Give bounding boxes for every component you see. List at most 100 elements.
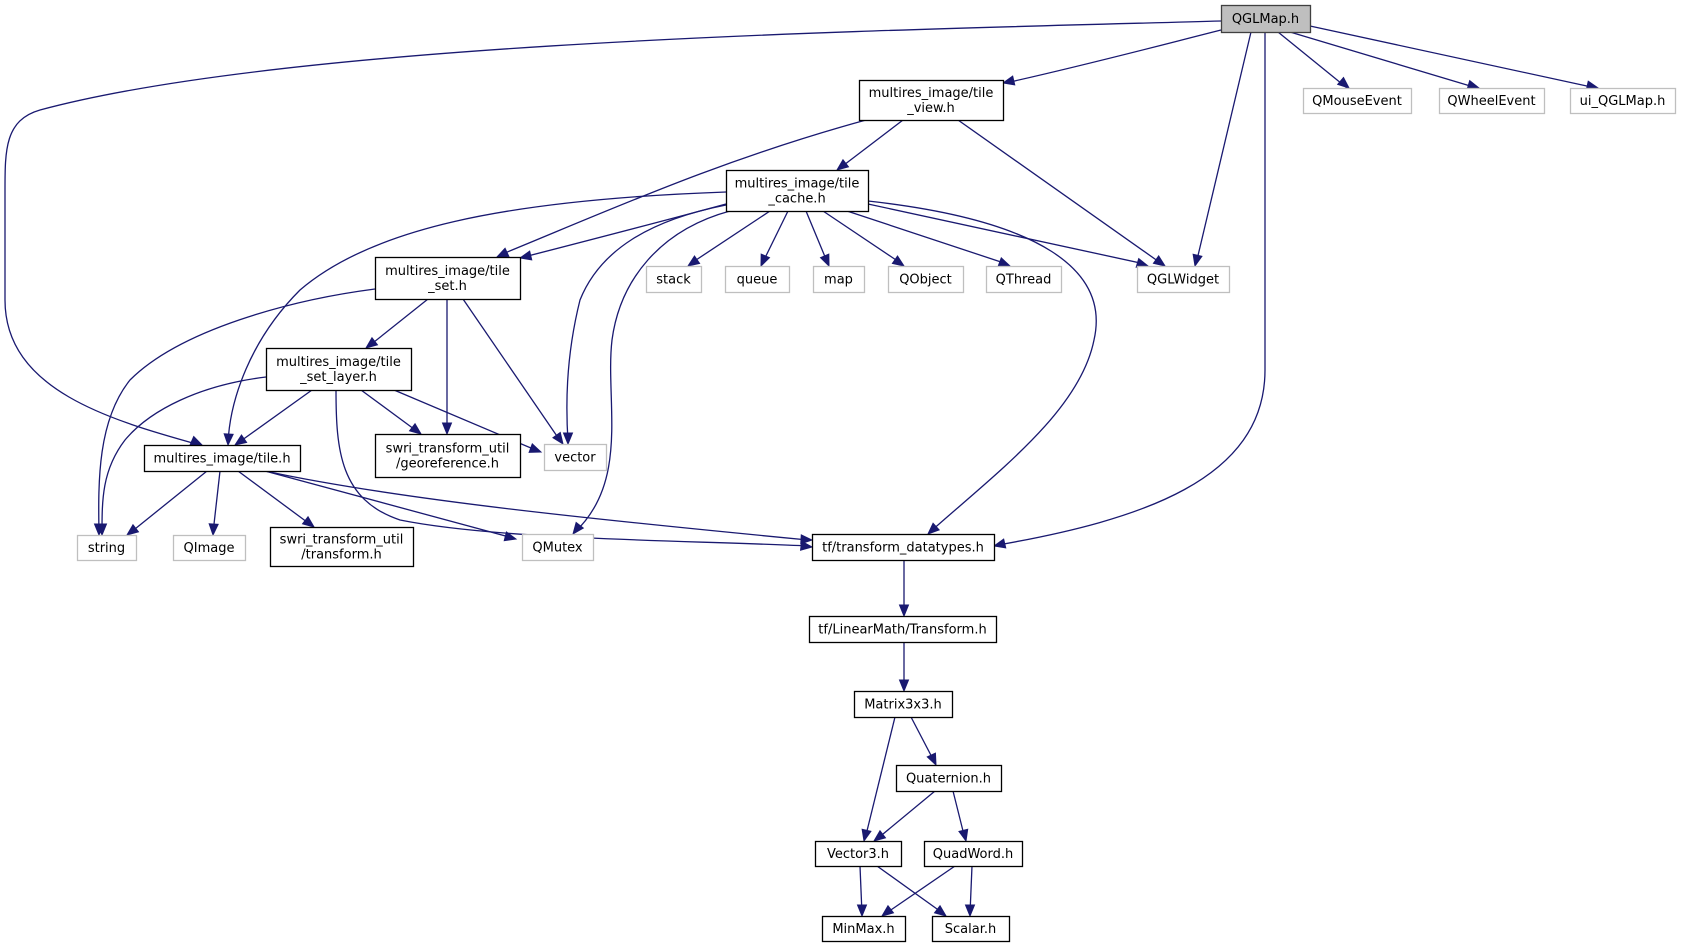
node-label: tf/transform_datatypes.h bbox=[822, 541, 984, 556]
arrowhead-icon bbox=[800, 534, 814, 545]
arrowhead-icon bbox=[233, 434, 248, 446]
edge-line bbox=[368, 298, 429, 347]
edge-line bbox=[212, 470, 221, 534]
edge-tile-set-layer-to-transform-datatypes bbox=[335, 389, 814, 551]
node-linearmath-transform[interactable]: tf/LinearMath/Transform.h bbox=[808, 615, 998, 644]
node-label: vector bbox=[554, 451, 596, 466]
edge-line bbox=[822, 210, 903, 265]
node-qglmap[interactable]: QGLMap.h bbox=[1220, 4, 1312, 34]
edge-line bbox=[876, 865, 945, 915]
edge-tile-cache-to-queue bbox=[760, 210, 789, 268]
node-label: QWheelEvent bbox=[1447, 94, 1535, 109]
edge-qglmap-to-ui-qglmap bbox=[1309, 25, 1600, 91]
node-quadword[interactable]: QuadWord.h bbox=[923, 840, 1024, 868]
arrowhead-icon bbox=[1336, 76, 1351, 89]
edge-line bbox=[1277, 31, 1348, 89]
node-qwheelevent: QWheelEvent bbox=[1438, 87, 1546, 115]
arrowhead-icon bbox=[518, 250, 533, 261]
edge-line bbox=[864, 716, 896, 840]
node-box bbox=[172, 534, 247, 562]
edge-tile-cache-to-map bbox=[805, 210, 830, 268]
edge-tile-cache-to-qthread bbox=[846, 210, 1012, 267]
node-box bbox=[645, 265, 703, 294]
edge-quaternion-to-quadword bbox=[952, 790, 969, 843]
node-transform-datatypes[interactable]: tf/transform_datatypes.h bbox=[811, 533, 996, 562]
edge-tile-cache-to-qobject bbox=[822, 210, 906, 267]
edge-matrix3x3-to-quaternion bbox=[910, 716, 937, 767]
node-ui-qglmap: ui_QGLMap.h bbox=[1569, 87, 1677, 115]
edge-tile-to-transform bbox=[237, 470, 316, 528]
edge-tile-cache-to-vector bbox=[562, 204, 727, 446]
edge-tile-to-string bbox=[125, 470, 208, 536]
node-qmutex: QMutex bbox=[521, 533, 595, 562]
edge-line bbox=[846, 210, 1008, 265]
edge-tile-set-to-string bbox=[93, 288, 376, 537]
node-label: Quaternion.h bbox=[906, 772, 991, 787]
edge-line bbox=[574, 210, 731, 533]
node-transform[interactable]: swri_transform_util/transform.h bbox=[269, 526, 415, 568]
edge-tile-view-to-tile-set bbox=[495, 119, 867, 258]
node-box bbox=[725, 169, 870, 213]
node-label: queue bbox=[737, 273, 778, 288]
node-tile-set-layer[interactable]: multires_image/tile_set_layer.h bbox=[265, 347, 413, 392]
arrowhead-icon bbox=[799, 540, 814, 551]
node-tile-cache[interactable]: multires_image/tile_cache.h bbox=[725, 169, 870, 213]
node-georeference[interactable]: swri_transform_util/georeference.h bbox=[374, 433, 522, 479]
node-tile-view[interactable]: multires_image/tile_view.h bbox=[858, 79, 1005, 122]
edge-line bbox=[227, 191, 727, 444]
node-label: swri_transform_util bbox=[280, 533, 404, 548]
arrowhead-icon bbox=[125, 523, 140, 536]
node-label: QGLMap.h bbox=[1232, 12, 1299, 27]
node-label: _cache.h bbox=[767, 192, 825, 207]
arrowhead-icon bbox=[898, 679, 910, 693]
node-label: string bbox=[88, 541, 125, 556]
node-map: map bbox=[812, 265, 866, 294]
node-box bbox=[931, 915, 1011, 943]
node-label: QObject bbox=[899, 273, 952, 288]
node-minmax[interactable]: MinMax.h bbox=[821, 915, 907, 943]
node-box bbox=[895, 764, 1003, 793]
node-label: /transform.h bbox=[301, 548, 381, 563]
node-tile-set[interactable]: multires_image/tile_set.h bbox=[374, 256, 522, 301]
arrowhead-icon bbox=[552, 431, 564, 446]
node-label: QImage bbox=[184, 541, 235, 556]
node-box bbox=[76, 534, 138, 562]
edge-tile-cache-to-tile bbox=[223, 191, 727, 447]
edge-quadword-to-scalar bbox=[964, 865, 976, 918]
node-queue: queue bbox=[724, 265, 791, 294]
edge-line bbox=[499, 119, 867, 256]
node-vector3[interactable]: Vector3.h bbox=[814, 840, 903, 868]
arrowhead-icon bbox=[835, 158, 850, 171]
edge-matrix3x3-to-vector3 bbox=[861, 716, 896, 843]
node-tile[interactable]: multires_image/tile.h bbox=[143, 444, 302, 473]
node-stack: stack bbox=[645, 265, 703, 294]
node-quaternion[interactable]: Quaternion.h bbox=[895, 764, 1003, 793]
node-label: tf/LinearMath/Transform.h bbox=[818, 623, 986, 638]
node-box bbox=[543, 443, 608, 472]
edges-layer bbox=[4, 20, 1600, 918]
node-string: string bbox=[76, 534, 138, 562]
edge-line bbox=[237, 470, 312, 526]
edge-line bbox=[867, 203, 1146, 265]
node-label: QGLWidget bbox=[1147, 273, 1219, 288]
arrowhead-icon bbox=[495, 247, 510, 258]
node-scalar[interactable]: Scalar.h bbox=[931, 915, 1011, 943]
arrowhead-icon bbox=[364, 336, 379, 349]
node-box bbox=[1136, 265, 1231, 294]
arrowhead-icon bbox=[926, 752, 937, 767]
node-qimage: QImage bbox=[172, 534, 247, 562]
arrowhead-icon bbox=[1152, 255, 1167, 267]
node-box bbox=[1220, 4, 1312, 34]
edge-qglmap-to-qmouseevent bbox=[1277, 31, 1351, 89]
node-qobject: QObject bbox=[887, 265, 965, 294]
node-label: Scalar.h bbox=[945, 922, 996, 937]
node-box bbox=[521, 533, 595, 562]
node-matrix3x3[interactable]: Matrix3x3.h bbox=[853, 690, 954, 719]
edge-tile-cache-to-qglwidget bbox=[867, 203, 1150, 268]
arrowhead-icon bbox=[572, 521, 585, 536]
edge-qglmap-to-transform-datatypes bbox=[992, 32, 1266, 549]
node-box bbox=[1438, 87, 1546, 115]
edge-line bbox=[805, 210, 829, 265]
edge-line bbox=[129, 470, 208, 534]
edge-tile-to-transform-datatypes bbox=[264, 470, 814, 545]
